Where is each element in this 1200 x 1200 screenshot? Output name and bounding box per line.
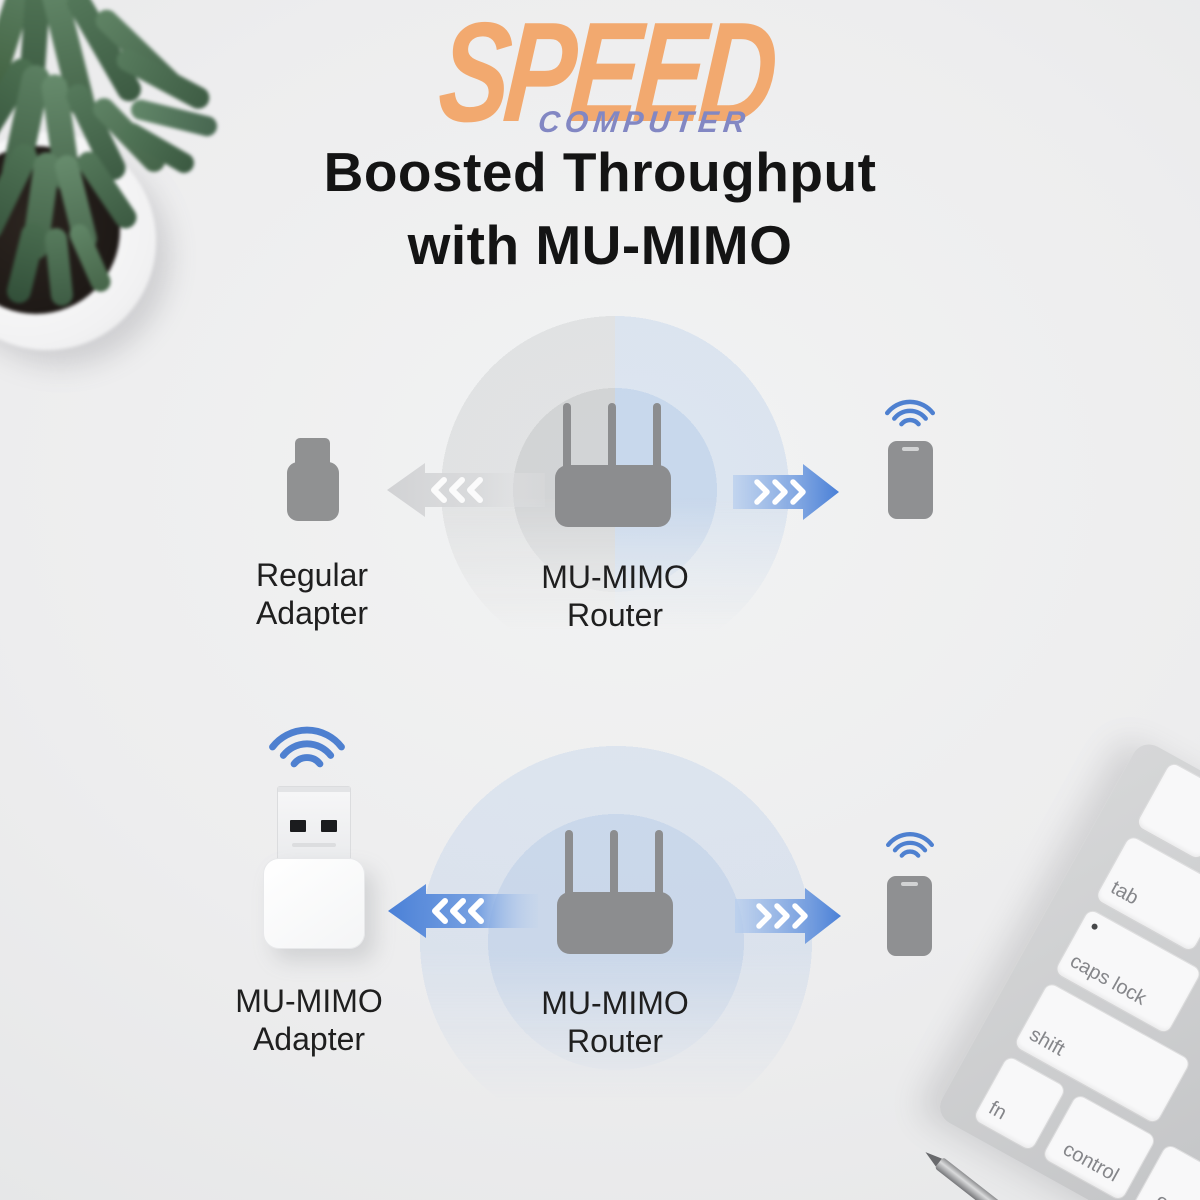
usb-contact-slot — [290, 820, 306, 832]
succulent-plant-photo — [0, 0, 320, 400]
logo-computer-text: COMPUTER — [536, 106, 752, 139]
label-line: Router — [566, 1023, 664, 1059]
wifi-icon — [269, 726, 345, 768]
key-label: control — [1059, 1138, 1123, 1187]
weak-signal-arrow-left-icon — [387, 463, 545, 517]
router-body — [555, 465, 671, 527]
title-line-1: Boosted Throughput — [323, 141, 877, 203]
usb-metal-plug — [277, 786, 351, 862]
page-title: Boosted Throughput with MU-MIMO — [0, 136, 1200, 282]
chevron-icon — [431, 477, 483, 503]
wifi-icon — [884, 399, 936, 427]
arrow-shape — [388, 884, 538, 938]
router-antenna — [653, 403, 661, 471]
key-label: tab — [1107, 876, 1143, 910]
usb-contact-slot — [321, 820, 337, 832]
caps-lock-indicator — [1090, 922, 1099, 931]
router-antenna — [563, 403, 571, 471]
phone-icon — [887, 876, 932, 956]
usb-plug — [295, 438, 330, 465]
pen-tip — [922, 1148, 942, 1167]
phone-notch — [902, 447, 919, 451]
usb-body — [287, 462, 339, 521]
key-label: option — [1151, 1190, 1200, 1200]
chevron-icon — [756, 903, 808, 929]
label-line: MU-MIMO — [541, 985, 689, 1021]
router-body — [557, 892, 673, 954]
strong-signal-arrow-right-icon — [733, 464, 839, 520]
mu-mimo-adapter-label: MU-MIMO Adapter — [199, 982, 419, 1058]
chevron-icon — [432, 898, 484, 924]
strong-signal-arrow-left-icon — [388, 884, 538, 938]
router-antenna — [565, 830, 573, 898]
label-line: MU-MIMO — [541, 559, 689, 595]
mu-mimo-router-label-bottom: MU-MIMO Router — [505, 984, 725, 1060]
label-line: Router — [566, 597, 664, 633]
plug-edge — [278, 787, 350, 792]
title-line-2: with MU-MIMO — [407, 214, 793, 276]
phone-icon — [888, 441, 933, 519]
arrow-shape — [387, 463, 545, 517]
regular-adapter-label: Regular Adapter — [202, 556, 422, 632]
etched-marking — [292, 843, 336, 847]
adapter-body — [263, 858, 365, 949]
label-line: Adapter — [255, 595, 369, 631]
label-line: MU-MIMO — [235, 983, 383, 1019]
chevron-icon — [754, 479, 806, 505]
router-icon — [557, 830, 673, 954]
router-antenna — [608, 403, 616, 471]
phone-notch — [901, 882, 918, 886]
mu-mimo-router-label-top: MU-MIMO Router — [505, 558, 725, 634]
wifi-icon — [885, 832, 935, 858]
key-label: fn — [984, 1097, 1011, 1125]
key-label: shift — [1025, 1023, 1069, 1061]
label-line: Regular — [255, 557, 369, 593]
router-antenna — [655, 830, 663, 898]
keyboard-photo: tab caps lock shift fn control option — [933, 738, 1200, 1200]
strong-signal-arrow-right-icon — [735, 888, 841, 944]
usb-wifi-adapter-photo — [263, 786, 365, 949]
router-icon — [555, 403, 671, 527]
label-line: Adapter — [252, 1021, 366, 1057]
usb-adapter-icon — [287, 438, 339, 521]
router-antenna — [610, 830, 618, 898]
